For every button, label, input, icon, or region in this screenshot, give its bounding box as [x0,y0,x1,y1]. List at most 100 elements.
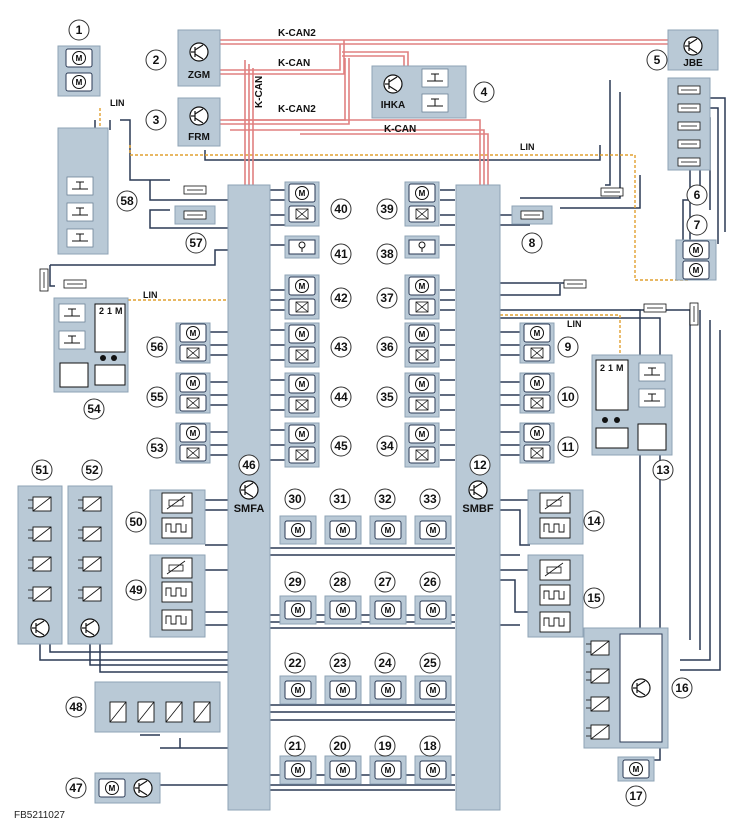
ihka-switch-icon [421,93,449,113]
motor-icon [419,680,447,700]
svg-text:32: 32 [378,492,392,506]
direction-pad [94,364,126,386]
hall-sensor-icon [161,609,193,631]
component-19 [369,755,407,785]
xbox-icon [408,396,436,414]
component-16 [583,627,669,749]
number-badge-30: 30 [284,488,306,510]
motor-icon [284,760,312,780]
svg-text:47: 47 [69,781,83,795]
number-badge-8: 8 [521,232,543,254]
xbox-icon [288,446,316,464]
transistor-icon [80,618,100,638]
number-badge-16: 16 [671,677,693,699]
connector-icon [520,210,544,220]
number-badge-10: 10 [557,386,579,408]
component-36 [404,322,440,368]
number-badge-54: 54 [83,398,105,420]
component-18 [414,755,452,785]
connector-icon [183,185,207,195]
number-badge-37: 37 [376,287,398,309]
connector-icon [643,303,667,313]
svg-text:38: 38 [380,247,394,261]
motor-icon [98,778,126,798]
component-32 [369,515,407,545]
motor-icon [523,323,551,343]
fuse-icon [677,103,701,113]
number-badge-9: 9 [557,336,579,358]
svg-text:49: 49 [129,583,143,597]
lin-label-d: LIN [567,319,582,329]
component-9 [519,322,555,364]
motor-icon [284,680,312,700]
ihka-label: IHKA [381,100,405,111]
motor-icon [408,374,436,394]
component-14 [527,489,584,545]
svg-text:51: 51 [35,463,49,477]
component-29 [279,595,317,625]
svg-text:24: 24 [378,656,392,670]
number-badge-57: 57 [185,232,207,254]
transistor-icon [30,618,50,638]
hall-sensor-icon [539,611,571,633]
component-50 [149,489,206,545]
number-badge-38: 38 [376,243,398,265]
transistor-icon [631,678,651,698]
number-badge-17: 17 [625,785,647,807]
motor-icon [65,72,93,92]
potentiometer-icon [161,492,193,514]
svg-text:50: 50 [129,515,143,529]
motor-icon [419,600,447,620]
svg-text:18: 18 [423,739,437,753]
svg-text:28: 28 [333,575,347,589]
svg-text:58: 58 [120,194,134,208]
number-badge-5: 5 [646,49,668,71]
component-28 [324,595,362,625]
number-badge-26: 26 [419,571,441,593]
memory-label-2: 2 [99,306,104,316]
motor-icon [408,424,436,444]
svg-text:46: 46 [242,458,256,472]
memory-button-panel [94,303,126,353]
potentiometer-icon [161,557,193,579]
relay-icon [165,701,183,723]
motor-icon [408,276,436,296]
component-20 [324,755,362,785]
svg-text:54: 54 [87,402,101,416]
number-badge-56: 56 [146,336,168,358]
number-badge-28: 28 [329,571,351,593]
svg-text:1: 1 [76,23,83,37]
kcan-label-b: K-CAN [384,124,416,135]
smbf-label: SMBF [462,503,493,515]
number-badge-47: 47 [65,777,87,799]
component-52 [67,485,113,645]
svg-text:15: 15 [587,591,601,605]
motor-grid [279,515,452,785]
hall-sensor-icon [161,517,193,539]
svg-text:57: 57 [189,236,203,250]
component-10 [519,372,555,414]
svg-text:10: 10 [561,390,575,404]
svg-text:56: 56 [150,340,164,354]
memory-label-m: M [115,306,123,316]
svg-text:22: 22 [288,656,302,670]
connector-icon [39,268,49,292]
transistor-icon [133,778,153,798]
number-badge-46: 46 [238,454,260,476]
component-56 [175,322,211,364]
motor-icon [284,520,312,540]
component-34 [404,422,440,468]
motor-icon [682,260,710,280]
smfa-label: SMFA [234,503,265,515]
relay-icon [193,701,211,723]
component-37 [404,274,440,320]
svg-text:14: 14 [587,514,601,528]
number-badge-23: 23 [329,652,351,674]
component-11 [519,422,555,464]
smbf-transistor-icon [468,480,488,500]
switch-icon [638,388,666,408]
kcan-label-a: K-CAN [278,58,310,69]
lin-label-b: LIN [520,142,535,152]
